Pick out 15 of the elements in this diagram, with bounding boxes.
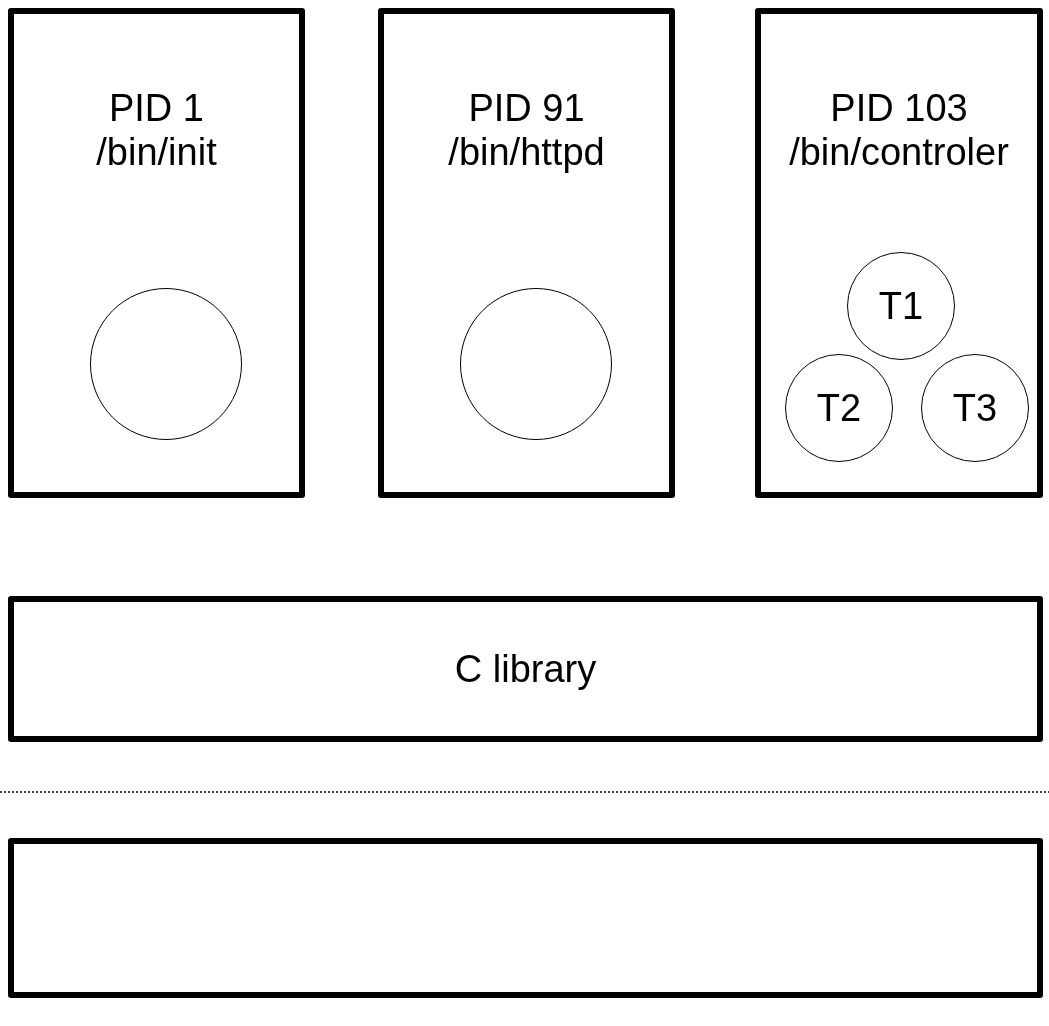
process-box: [8, 8, 305, 498]
layer-box: [8, 838, 1043, 998]
process-id: PID 1: [108, 87, 204, 129]
process-box: [378, 8, 675, 498]
thread-label: T2: [816, 386, 862, 430]
layer-box: [8, 596, 1043, 742]
thread-label: T3: [952, 386, 998, 430]
thread-label: T1: [878, 284, 924, 328]
program-path: /bin/init: [96, 131, 217, 173]
process-box: [755, 8, 1043, 498]
layer-label: C library: [454, 647, 597, 691]
program-path: /bin/controler: [789, 131, 1009, 173]
process-id: PID 103: [830, 87, 968, 129]
process-id: PID 91: [468, 87, 585, 129]
program-path: /bin/httpd: [448, 131, 605, 173]
